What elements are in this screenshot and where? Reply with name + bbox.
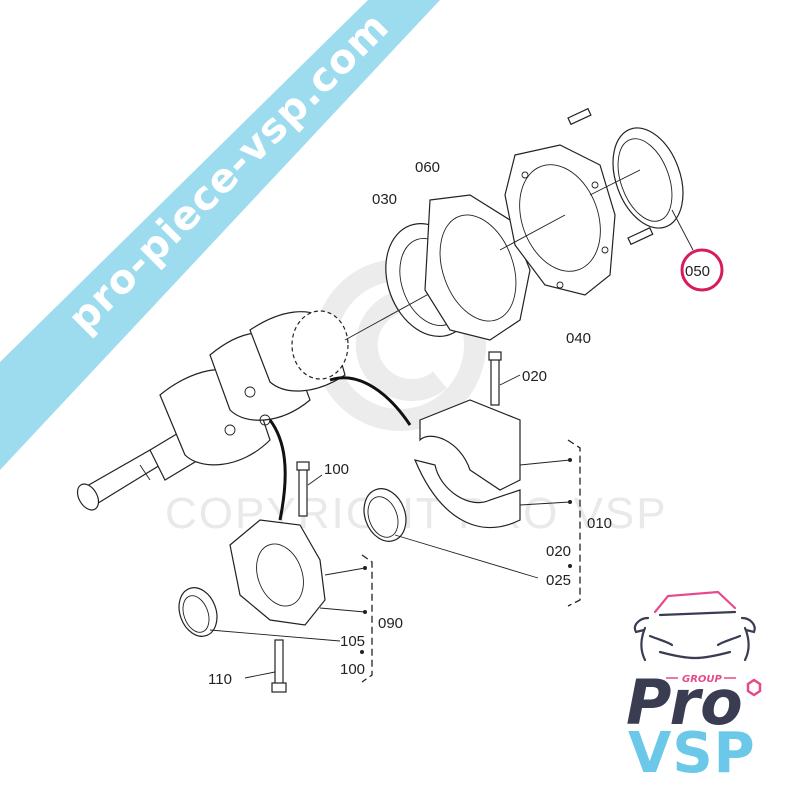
callout-105: 105 bbox=[340, 633, 365, 650]
part-020-bolt bbox=[488, 351, 521, 406]
callout-030: 030 bbox=[372, 191, 397, 208]
part-100-bolt bbox=[296, 461, 323, 517]
crankshaft bbox=[76, 310, 349, 511]
logo-group-text: GROUP bbox=[682, 674, 723, 685]
callout-110: 110 bbox=[208, 671, 232, 688]
callout-100-second: 100 bbox=[340, 661, 365, 678]
callout-040: 040 bbox=[566, 330, 591, 347]
logo-pro-text: Pro bbox=[626, 666, 743, 739]
callout-050-highlight bbox=[680, 248, 724, 292]
part-060-gasket bbox=[424, 194, 531, 341]
part-090-bearing-case bbox=[229, 519, 367, 626]
part-110-bolt bbox=[244, 639, 287, 693]
part-025-bearing-shell bbox=[363, 488, 539, 579]
callout-090: 090 bbox=[378, 615, 403, 632]
logo-vsp-text: VSP bbox=[628, 721, 756, 786]
group-bracket-090 bbox=[361, 554, 373, 683]
callout-020: 020 bbox=[522, 368, 547, 385]
part-050-oil-seal bbox=[589, 127, 694, 251]
callout-025: 025 bbox=[546, 572, 571, 589]
part-010-bearing-case bbox=[413, 399, 572, 529]
group-bracket-010 bbox=[567, 439, 581, 607]
part-105-bearing-shell bbox=[178, 587, 341, 642]
part-040-seal-retainer bbox=[499, 107, 654, 296]
callout-060: 060 bbox=[415, 159, 440, 176]
callout-020-second: 020 bbox=[546, 543, 571, 560]
callout-050: 050 bbox=[685, 263, 710, 280]
callout-100: 100 bbox=[324, 461, 349, 478]
callout-010: 010 bbox=[587, 515, 612, 532]
pro-vsp-logo: GROUP Pro VSP bbox=[626, 590, 762, 786]
hex-nut-icon bbox=[746, 678, 762, 697]
car-outline-icon bbox=[633, 590, 756, 662]
